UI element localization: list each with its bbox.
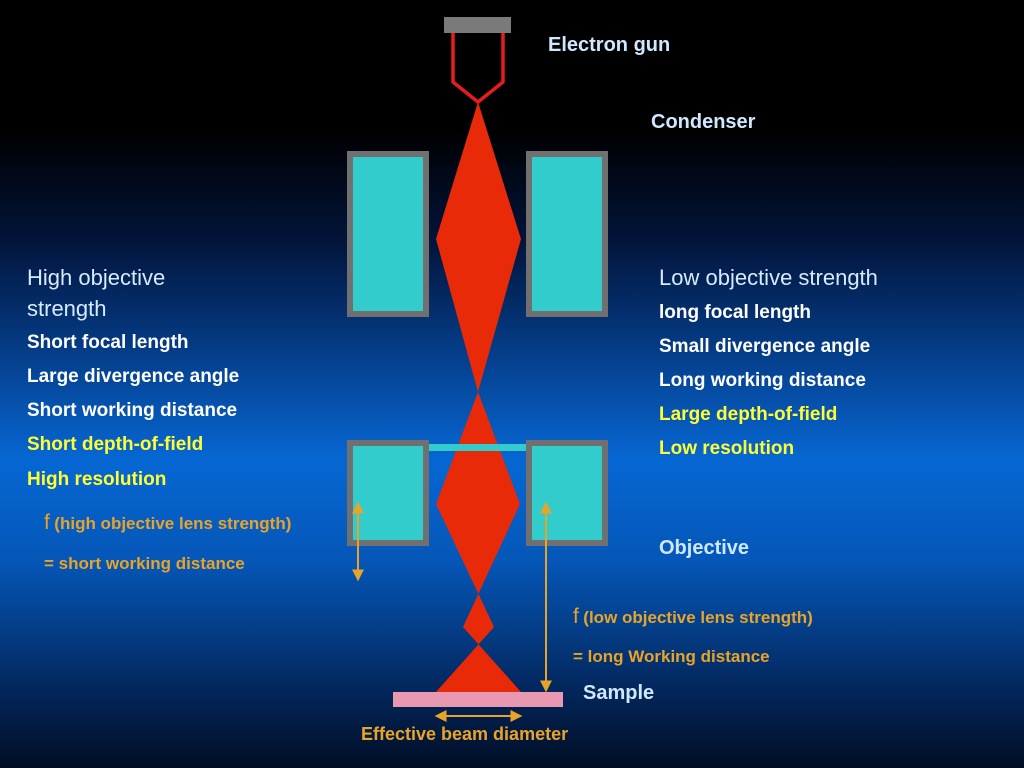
left-item-resolution: High resolution [27,469,167,490]
condenser-lens-right [526,151,608,317]
right-f-symbol: f [573,605,579,628]
left-item-depth-of-field: Short depth-of-field [27,434,204,455]
left-item-working-distance: Short working distance [27,400,238,421]
objective-aperture [426,444,529,451]
electron-gun-label: Electron gun [548,34,671,56]
right-item-resolution: Low resolution [659,438,795,459]
electron-beam [436,102,521,692]
right-item-focal-length: long focal length [659,302,811,323]
electron-gun-cap [444,17,511,33]
right-item-divergence-angle: Small divergence angle [659,336,871,357]
left-heading-line2: strength [27,296,107,321]
objective-lens-left [347,440,429,546]
objective-lens-right [526,440,608,546]
right-focal-annotation: f (low objective lens strength) [573,605,813,629]
left-f-symbol: f [44,511,50,534]
right-f-equals: = long Working distance [573,647,770,666]
right-f-note: (low objective lens strength) [583,608,813,627]
left-item-divergence-angle: Large divergence angle [27,366,240,387]
left-f-equals: = short working distance [44,554,245,573]
right-item-working-distance: Long working distance [659,370,866,391]
left-item-focal-length: Short focal length [27,332,189,353]
right-heading: Low objective strength [659,265,878,290]
sample-label: Sample [583,682,655,704]
condenser-lens-left [347,151,429,317]
condenser-label: Condenser [651,111,756,133]
right-item-depth-of-field: Large depth-of-field [659,404,838,425]
electron-gun-filament [451,33,505,105]
left-heading-line1: High objective [27,265,166,290]
effective-beam-diameter-label: Effective beam diameter [361,724,569,744]
objective-label: Objective [659,537,750,559]
left-f-note: (high objective lens strength) [54,514,292,533]
left-focal-annotation: f (high objective lens strength) [44,511,291,535]
sample-plate [393,692,563,707]
